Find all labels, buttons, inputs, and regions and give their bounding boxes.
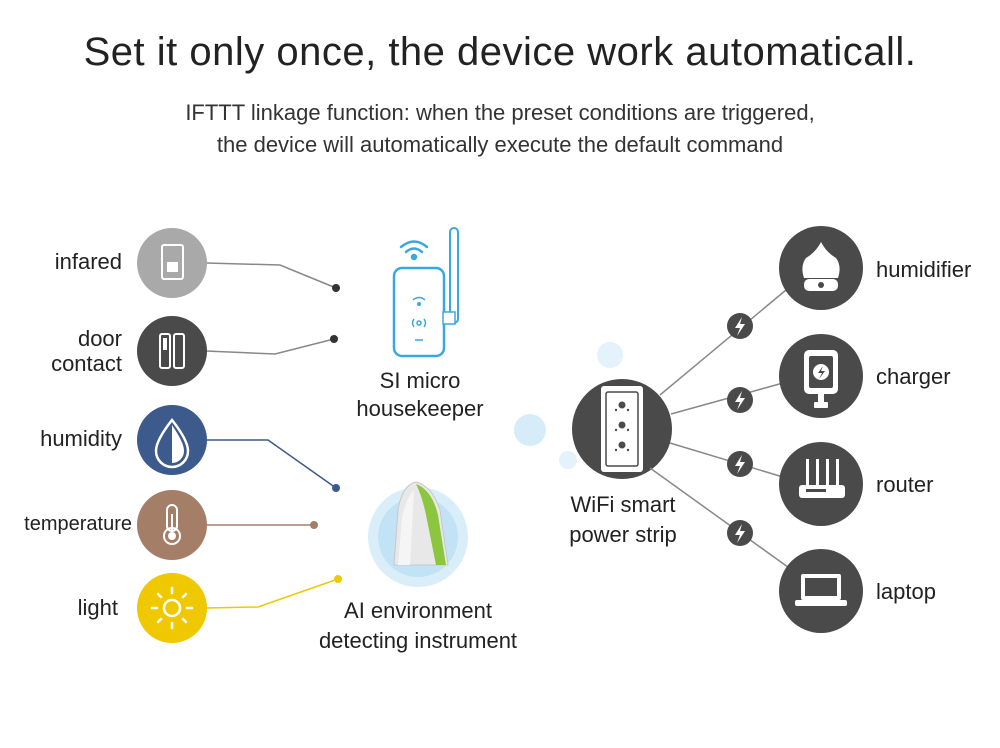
connector-dot [332,284,340,292]
infrared-sensor-icon [161,244,184,280]
housekeeper-label-line-2: housekeeper [356,396,484,421]
housekeeper-device [392,227,459,358]
appliance-label-charger: charger [876,364,951,389]
sensor-label-humidity: humidity [40,426,122,451]
connector-dot [330,335,338,343]
subtitle-line-2: the device will automatically execute th… [216,132,784,157]
connector-router [669,442,784,478]
appliance-label-laptop: laptop [876,579,936,604]
sensor-temperature [137,490,207,560]
connector-dot [334,575,342,583]
connector-humidifier [659,289,787,396]
appliance-label-router: router [876,472,934,497]
sensor-door-contact [137,316,207,386]
subtitle-line-1: IFTTT linkage function: when the preset … [185,100,815,125]
sensor-humidity [137,405,207,475]
power-strip-hub [514,342,672,479]
sensor-label-temperature: temperature [24,513,132,535]
appliance-router [779,442,863,526]
water-drop-icon [154,417,190,469]
router-icon [799,459,845,498]
connector-dot [332,484,340,492]
humidifier-icon [802,242,840,291]
connector-light [205,578,339,609]
wifi-signal-icon [399,240,429,261]
connector-infared [205,262,337,289]
connector-laptop [649,467,793,571]
laptop-icon [795,574,847,606]
environment-label-line-2: detecting instrument [318,628,518,653]
bolt-icon [727,451,753,477]
connector-charger [670,382,784,415]
housekeeper-label-line-1: SI micro [379,368,461,393]
thermometer-icon [163,504,181,545]
sensor-light [137,573,207,643]
charger-icon [804,350,838,408]
connector-door-contact [205,338,335,355]
connector-humidity [206,439,337,489]
power-strip-label-line-1: WiFi smart [570,492,676,517]
environment-label-line-1: AI environment [344,598,492,623]
appliance-label-humidifier: humidifier [876,257,972,282]
bolt-icon [727,520,753,546]
sensor-label-contact: contact [51,351,122,376]
bolt-icon [727,387,753,413]
sensor-label-door: door [77,326,122,351]
environment-instrument-device [368,481,468,587]
power-strip-label-line-2: power strip [569,522,677,547]
bolt-icon [727,313,753,339]
appliance-laptop [779,549,863,633]
connector-dot [310,521,318,529]
page-title: Set it only once, the device work automa… [83,30,917,74]
sensor-label-light: light [77,595,118,620]
sensor-label-infared: infared [54,249,122,274]
appliance-charger [779,334,863,418]
appliance-humidifier [779,226,863,310]
power-bolt-icons [727,313,753,546]
sensor-infared [137,228,207,298]
sun-icon [150,586,194,630]
door-contact-icon [159,333,185,369]
